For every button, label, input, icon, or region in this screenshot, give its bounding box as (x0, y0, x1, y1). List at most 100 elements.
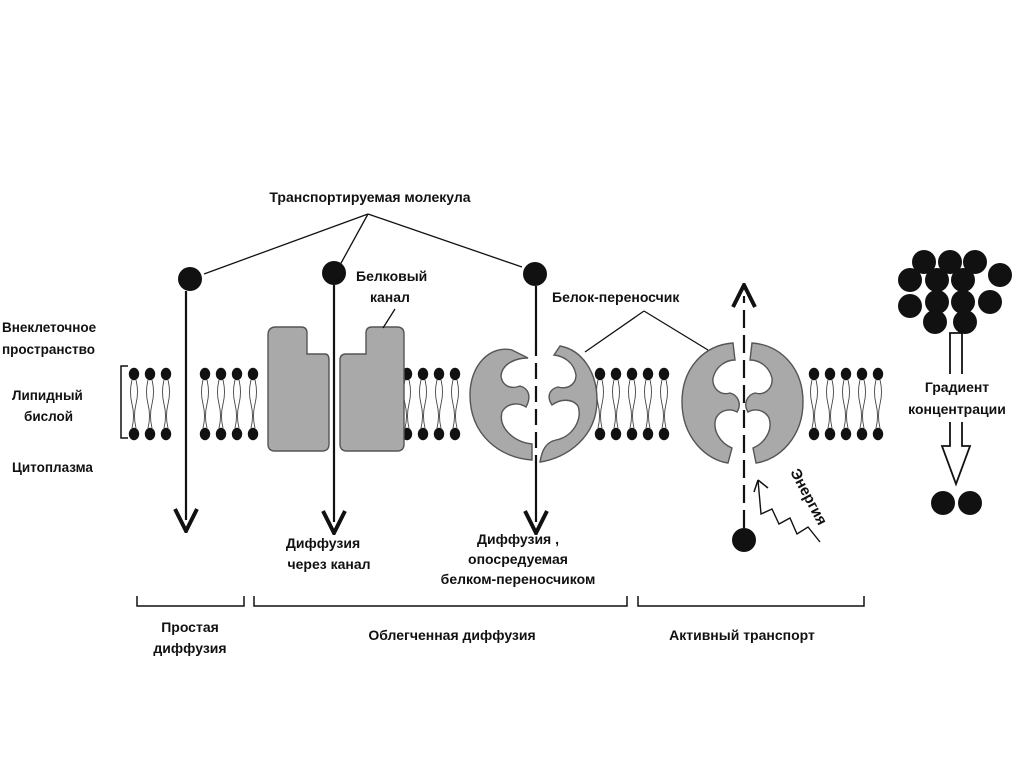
gradient-label-bg (898, 374, 1020, 422)
lipid-head (449, 367, 461, 381)
energy-label: Энергия (786, 466, 830, 528)
lipid-head (215, 367, 227, 381)
lipid-head (417, 367, 429, 381)
category-simple-diffusion: Простая (161, 619, 219, 635)
cluster-molecule (938, 250, 962, 274)
bracket-facilitated-diffusion (253, 596, 628, 607)
lipid-tail (612, 379, 620, 429)
molecule-carrier-diffusion (523, 262, 547, 286)
carrier-protein-label: Белок-переносчик (552, 289, 680, 305)
lipid-head (808, 427, 820, 441)
molecule-simple-diffusion (178, 267, 202, 291)
cluster-molecule (953, 310, 977, 334)
lipid-head (824, 367, 836, 381)
category-active-transport: Активный транспорт (669, 627, 815, 643)
lipid-tail (217, 379, 225, 429)
lipid-head (642, 367, 654, 381)
bracket-active-transport (637, 596, 865, 607)
cluster-molecule (988, 263, 1012, 287)
lipid-tail (201, 379, 209, 429)
connector-simple (203, 213, 369, 275)
molecule-active-transport (732, 528, 756, 552)
carrier-pointer-left (584, 310, 645, 353)
lipid-head (433, 427, 445, 441)
lipid-bilayer (128, 367, 884, 441)
carrier-protein-left-half (469, 348, 533, 461)
lipid-tail (249, 379, 257, 429)
lipid-tail (858, 379, 866, 429)
lipid-head (144, 367, 156, 381)
lipid-head (449, 427, 461, 441)
lipid-tail (628, 379, 636, 429)
molecule-channel-diffusion (322, 261, 346, 285)
channel-diffusion-label: Диффузия (286, 535, 360, 551)
active-carrier-right-half (745, 342, 804, 464)
gradient-label: Градиент (925, 379, 989, 395)
active-carrier-left-half (681, 342, 740, 464)
lipid-head (247, 427, 259, 441)
category-facilitated-diffusion: Облегченная диффузия (368, 627, 535, 643)
cluster-molecule (925, 290, 949, 314)
lipid-tail (596, 379, 604, 429)
cluster-molecule (925, 268, 949, 292)
lipid-head (872, 367, 884, 381)
lipid-head (144, 427, 156, 441)
lipid-head (658, 367, 670, 381)
lipid-head (160, 367, 172, 381)
lipid-head (417, 427, 429, 441)
gradient-label-line2: концентрации (908, 401, 1006, 417)
carrier-pointer-right (643, 310, 709, 351)
cluster-molecule (898, 268, 922, 292)
connector-channel (339, 213, 369, 266)
carrier-diffusion-label: Диффузия , (477, 531, 559, 547)
cluster-molecule (923, 310, 947, 334)
protein-channel-left-half (267, 326, 330, 452)
lipid-bilayer-label-line2: бислой (24, 409, 73, 424)
energy-zigzag (757, 479, 821, 543)
cluster-molecule (898, 294, 922, 318)
lipid-tail (435, 379, 443, 429)
molecule-low-concentration-1 (931, 491, 955, 515)
lipid-tail (826, 379, 834, 429)
lipid-head (433, 367, 445, 381)
lipid-tail (644, 379, 652, 429)
lipid-head (231, 427, 243, 441)
lipid-tail (130, 379, 138, 429)
lipid-tail (146, 379, 154, 429)
bracket-simple-diffusion (136, 596, 245, 607)
lipid-tail (660, 379, 668, 429)
lipid-head (610, 427, 622, 441)
lipid-head (872, 427, 884, 441)
transported-molecule-label: Транспортируемая молекула (269, 189, 470, 205)
lipid-tail (233, 379, 241, 429)
lipid-head (626, 367, 638, 381)
carrier-protein-right-half (539, 345, 598, 463)
lipid-head (594, 367, 606, 381)
cluster-molecule (951, 290, 975, 314)
lipid-head (215, 427, 227, 441)
lipid-head (128, 427, 140, 441)
protein-channel-label-line2: канал (370, 289, 410, 305)
cytoplasm-label: Цитоплазма (12, 460, 93, 475)
lipid-head (160, 427, 172, 441)
lipid-tail (419, 379, 427, 429)
lipid-tail (810, 379, 818, 429)
lipid-head (231, 367, 243, 381)
lipid-head (840, 427, 852, 441)
molecule-low-concentration-2 (958, 491, 982, 515)
cluster-molecule (963, 250, 987, 274)
lipid-head (856, 427, 868, 441)
carrier-diffusion-label-line2: опосредуемая (468, 551, 568, 567)
lipid-head (658, 427, 670, 441)
protein-channel-pointer (382, 308, 396, 329)
energy-arrowhead (753, 479, 769, 493)
lipid-head (247, 367, 259, 381)
lipid-head (199, 367, 211, 381)
lipid-head (610, 367, 622, 381)
lipid-tail (451, 379, 459, 429)
lipid-bilayer-label: Липидный (12, 388, 83, 403)
lipid-head (626, 427, 638, 441)
carrier-diffusion-label-line3: белком-переносчиком (441, 571, 596, 587)
category-simple-diffusion-line2: диффузия (153, 640, 226, 656)
